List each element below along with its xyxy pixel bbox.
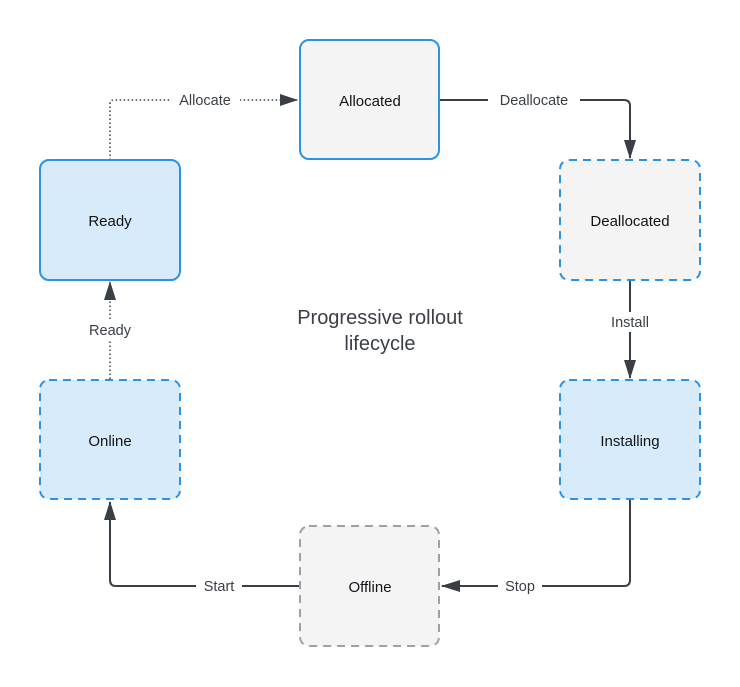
arrowhead-icon xyxy=(104,281,116,300)
edge-ready[interactable]: Ready xyxy=(82,281,138,379)
edge-start[interactable]: Start xyxy=(104,501,299,596)
node-ready[interactable]: Ready xyxy=(39,159,181,281)
node-label-offline: Offline xyxy=(348,579,391,596)
node-label-deallocated: Deallocated xyxy=(590,213,669,230)
edge-label-start: Start xyxy=(204,579,235,595)
node-online[interactable]: Online xyxy=(39,379,181,500)
diagram-title: Progressive rollout lifecycle xyxy=(297,307,463,355)
node-label-installing: Installing xyxy=(600,433,659,450)
title-line-2: lifecycle xyxy=(344,333,415,355)
arrowhead-icon xyxy=(624,360,636,379)
node-label-allocated: Allocated xyxy=(339,93,401,110)
edge-stop[interactable]: Stop xyxy=(441,500,631,596)
edge-label-ready: Ready xyxy=(89,323,132,339)
arrowhead-icon xyxy=(624,140,636,159)
edge-install[interactable]: Install xyxy=(602,281,658,379)
node-allocated[interactable]: Allocated xyxy=(299,39,440,160)
edge-label-install: Install xyxy=(611,315,649,331)
edge-deallocate[interactable]: Deallocate xyxy=(440,90,636,159)
node-offline[interactable]: Offline xyxy=(299,525,440,647)
arrowhead-icon xyxy=(104,501,116,520)
node-label-online: Online xyxy=(88,433,131,450)
arrowhead-icon xyxy=(280,94,298,106)
node-deallocated[interactable]: Deallocated xyxy=(559,159,701,281)
node-label-ready: Ready xyxy=(88,213,132,230)
edge-label-allocate: Allocate xyxy=(179,93,231,109)
arrowhead-icon xyxy=(441,580,460,592)
title-line-1: Progressive rollout xyxy=(297,307,463,329)
edge-allocate[interactable]: Allocate xyxy=(109,90,298,160)
edge-label-stop: Stop xyxy=(505,579,535,595)
node-installing[interactable]: Installing xyxy=(559,379,701,500)
edge-label-deallocate: Deallocate xyxy=(500,93,569,109)
